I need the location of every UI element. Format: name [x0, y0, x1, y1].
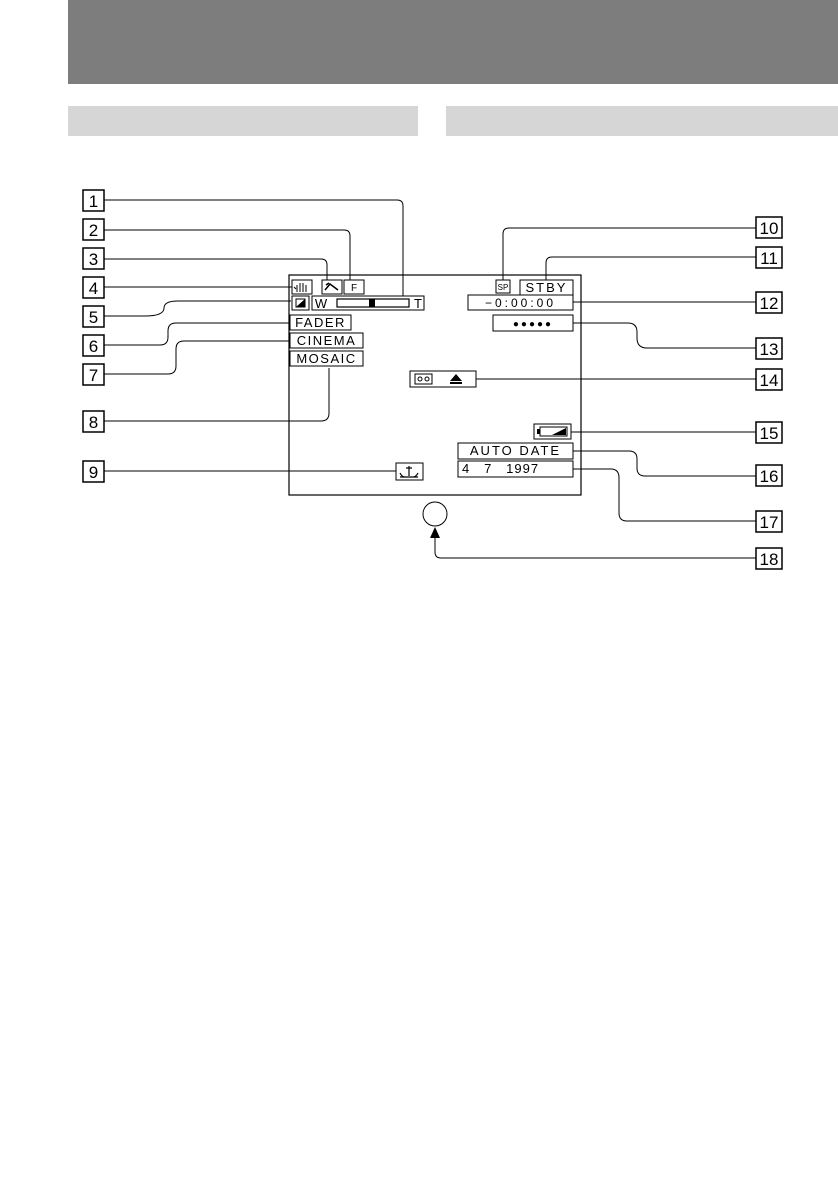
fader-indicator: FADER: [289, 314, 352, 331]
anchor-icon: [395, 462, 424, 481]
leader-line-16: [573, 450, 756, 477]
standby-label: STBY: [526, 280, 568, 295]
callout-5-number: 5: [89, 308, 98, 327]
cinema-label: CINEMA: [297, 333, 357, 348]
leader-lines: [104, 199, 756, 559]
auto-date-indicator: AUTO DATE: [457, 442, 574, 460]
fader-label: FADER: [295, 315, 346, 330]
auto-date-label: AUTO DATE: [470, 443, 561, 458]
callout-16-number: 16: [760, 467, 779, 486]
callout-8-number: 8: [89, 413, 98, 432]
callout-7: 7: [82, 363, 105, 386]
tape-counter: −0:00:00: [467, 294, 574, 311]
focus-icon: F: [343, 279, 365, 295]
cinema-indicator: CINEMA: [289, 332, 364, 349]
leader-line-5: [104, 300, 291, 317]
callout-11: 11: [755, 246, 783, 269]
cassette-icon: [414, 373, 433, 385]
callout-8: 8: [82, 410, 105, 433]
zoom-w-label: W: [315, 296, 328, 311]
callout-9-number: 9: [89, 463, 98, 482]
callout-9: 9: [82, 460, 105, 483]
callout-3-number: 3: [89, 250, 98, 269]
remaining-dots: ●●●●●: [513, 319, 553, 330]
date-indicator: 4 7 1997: [457, 460, 574, 478]
leader-line-1: [104, 199, 404, 298]
callout-2: 2: [82, 218, 105, 241]
leader-line-10: [502, 227, 756, 280]
callout-15-number: 15: [760, 424, 779, 443]
battery-icon: [537, 426, 568, 437]
leader-line-2: [104, 229, 351, 280]
callout-16: 16: [755, 464, 783, 487]
leader-line-11: [545, 256, 756, 280]
callout-4: 4: [82, 276, 105, 299]
remaining-tape-indicator: ●●●●●: [492, 314, 574, 332]
tape-speed-indicator: SP: [495, 279, 511, 294]
battery-indicator: [533, 423, 572, 440]
callout-6: 6: [82, 334, 105, 357]
callout-12-number: 12: [760, 294, 779, 313]
counter-label: −0:00:00: [485, 296, 556, 310]
callout-17-number: 17: [760, 513, 779, 532]
callout-1-number: 1: [89, 192, 98, 211]
callout-13-number: 13: [760, 340, 779, 359]
callout-18: 18: [755, 547, 783, 570]
leader-line-13: [573, 322, 756, 349]
leader-line-6: [104, 322, 290, 346]
callout-17: 17: [755, 510, 783, 533]
callout-10-number: 10: [760, 219, 779, 238]
callout-11-number: 11: [760, 249, 778, 268]
sensor-circle: [422, 501, 448, 527]
standby-indicator: STBY: [519, 279, 574, 296]
callout-10: 10: [755, 216, 783, 239]
steadyshot-icon: [291, 279, 313, 295]
svg-text:F: F: [351, 283, 357, 294]
date-label: 4 7 1997: [462, 461, 539, 476]
mosaic-indicator: MOSAIC: [289, 350, 364, 367]
leader-line-3: [104, 258, 328, 280]
callout-4-number: 4: [89, 279, 98, 298]
callout-14-number: 14: [760, 371, 779, 390]
zoom-bar: W T: [311, 295, 425, 311]
program-ae-icon: [321, 279, 343, 295]
zoom-t-label: T: [414, 296, 422, 311]
callout-12: 12: [755, 291, 783, 314]
lcd-screen-frame: [288, 274, 582, 496]
callout-18-number: 18: [760, 550, 779, 569]
callout-3: 3: [82, 247, 105, 270]
leader-line-7: [104, 340, 290, 375]
cassette-eject-indicator: [409, 370, 477, 388]
callout-15: 15: [755, 421, 783, 444]
leader-line-17: [573, 468, 756, 522]
zoom-position: [369, 299, 375, 307]
arrowhead-18: [430, 527, 440, 538]
callout-6-number: 6: [89, 337, 98, 356]
backlight-icon: [291, 295, 310, 311]
callout-14: 14: [755, 368, 783, 391]
section-bar-left: [68, 106, 418, 136]
tape-speed-label: SP: [498, 283, 509, 292]
mosaic-label: MOSAIC: [296, 351, 356, 366]
callout-1: 1: [82, 189, 105, 212]
callout-2-number: 2: [89, 221, 98, 240]
callout-13: 13: [755, 337, 783, 360]
section-bar-right: [446, 106, 838, 136]
leader-line-8: [104, 368, 330, 422]
eject-icon: [450, 374, 462, 384]
callout-5: 5: [82, 305, 105, 328]
leader-line-18: [434, 533, 756, 559]
header-bar: [68, 0, 838, 84]
callout-7-number: 7: [89, 366, 98, 385]
